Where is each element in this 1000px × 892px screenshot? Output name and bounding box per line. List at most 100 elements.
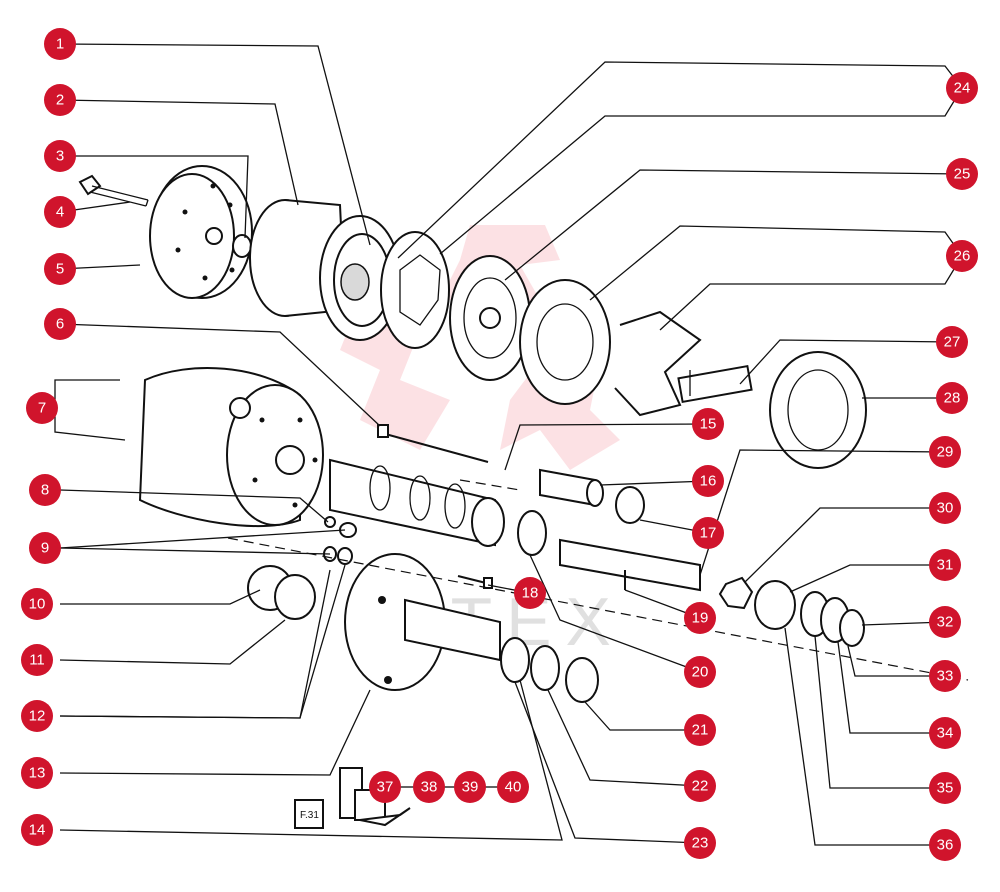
callout-9[interactable]: 9	[29, 532, 61, 564]
callout-2[interactable]: 2	[44, 84, 76, 116]
svg-text:16: 16	[700, 473, 717, 490]
callout-1[interactable]: 1	[44, 28, 76, 60]
assembly-axis-upper	[459, 479, 521, 491]
ball-part	[324, 516, 336, 528]
svg-text:4: 4	[56, 204, 64, 221]
callout-33[interactable]: 33	[929, 660, 961, 692]
seal-rings-part	[500, 637, 599, 703]
callout-15[interactable]: 15	[692, 408, 724, 440]
svg-text:39: 39	[462, 779, 479, 796]
svg-text:26: 26	[954, 248, 971, 265]
callout-34[interactable]: 34	[929, 717, 961, 749]
o-ring-large-part	[274, 574, 316, 620]
svg-text:25: 25	[954, 166, 971, 183]
parts-drawing: F.31	[78, 165, 867, 829]
callout-38[interactable]: 38	[413, 771, 445, 803]
callout-22[interactable]: 22	[684, 770, 716, 802]
svg-text:21: 21	[692, 722, 709, 739]
svg-text:12: 12	[29, 708, 46, 725]
callout-7[interactable]: 7	[26, 392, 58, 424]
callout-39[interactable]: 39	[454, 771, 486, 803]
svg-text:3: 3	[56, 148, 64, 165]
svg-text:29: 29	[937, 444, 954, 461]
callout-37[interactable]: 37	[369, 771, 401, 803]
callout-14[interactable]: 14	[21, 814, 53, 846]
svg-text:27: 27	[944, 334, 961, 351]
plug-b-part	[337, 547, 353, 565]
svg-text:8: 8	[41, 482, 49, 499]
svg-text:10: 10	[29, 596, 46, 613]
part-stamp: F.31	[300, 810, 319, 821]
callout-5[interactable]: 5	[44, 253, 76, 285]
callout-8[interactable]: 8	[29, 474, 61, 506]
callout-16[interactable]: 16	[692, 465, 724, 497]
svg-text:33: 33	[937, 668, 954, 685]
svg-text:19: 19	[692, 610, 709, 627]
collar-part	[754, 580, 796, 630]
callout-30[interactable]: 30	[929, 492, 961, 524]
output-shaft-part	[559, 538, 701, 592]
end-cover-part	[149, 165, 253, 299]
small-plug-part	[232, 234, 252, 258]
svg-text:2: 2	[56, 92, 64, 109]
callout-31[interactable]: 31	[929, 549, 961, 581]
callout-3[interactable]: 3	[44, 140, 76, 172]
svg-text:14: 14	[29, 822, 46, 839]
callout-11[interactable]: 11	[21, 644, 53, 676]
callout-29[interactable]: 29	[929, 436, 961, 468]
callout-17[interactable]: 17	[692, 517, 724, 549]
svg-text:18: 18	[522, 585, 539, 602]
callout-35[interactable]: 35	[929, 772, 961, 804]
sleeve-part	[539, 468, 604, 507]
callout-23[interactable]: 23	[684, 827, 716, 859]
valve-plate-part	[380, 231, 450, 349]
callout-27[interactable]: 27	[936, 326, 968, 358]
svg-text:17: 17	[700, 525, 717, 542]
callout-24[interactable]: 24	[946, 72, 978, 104]
callout-12[interactable]: 12	[21, 700, 53, 732]
callout-40[interactable]: 40	[497, 771, 529, 803]
bearing-stack-part	[800, 591, 865, 647]
nut-part	[718, 576, 754, 610]
splined-bush-part	[615, 486, 645, 524]
svg-text:36: 36	[937, 837, 954, 854]
callout-13[interactable]: 13	[21, 757, 53, 789]
svg-text:24: 24	[954, 80, 971, 97]
svg-text:31: 31	[937, 557, 954, 574]
svg-text:28: 28	[944, 390, 961, 407]
svg-text:7: 7	[38, 400, 46, 417]
callout-21[interactable]: 21	[684, 714, 716, 746]
svg-text:15: 15	[700, 416, 717, 433]
svg-text:13: 13	[29, 765, 46, 782]
svg-text:30: 30	[937, 500, 954, 517]
bolt-part	[78, 174, 149, 207]
spool-part	[329, 458, 505, 547]
leader-lines	[54, 43, 963, 846]
svg-text:32: 32	[937, 614, 954, 631]
mounting-flange-part	[344, 553, 501, 691]
callout-32[interactable]: 32	[929, 606, 961, 638]
callout-4[interactable]: 4	[44, 196, 76, 228]
outer-ring-part	[769, 351, 867, 469]
callout-10[interactable]: 10	[21, 588, 53, 620]
svg-text:1: 1	[56, 36, 64, 53]
callout-6[interactable]: 6	[44, 308, 76, 340]
callout-26[interactable]: 26	[946, 240, 978, 272]
svg-text:23: 23	[692, 835, 709, 852]
callout-20[interactable]: 20	[684, 656, 716, 688]
callout-19[interactable]: 19	[684, 602, 716, 634]
callout-36[interactable]: 36	[929, 829, 961, 861]
star-gear-part	[449, 255, 531, 381]
callout-25[interactable]: 25	[946, 158, 978, 190]
svg-text:5: 5	[56, 261, 64, 278]
callouts: 1 2 3 4 5 6 7 8 9 10 11 12 13 14 15 16 1…	[21, 28, 978, 861]
callout-18[interactable]: 18	[514, 577, 546, 609]
callout-28[interactable]: 28	[936, 382, 968, 414]
svg-text:9: 9	[41, 540, 49, 557]
svg-text:34: 34	[937, 725, 954, 742]
housing-part	[138, 367, 324, 528]
tool-kit-part: F.31	[294, 767, 411, 829]
svg-text:40: 40	[505, 779, 522, 796]
svg-text:11: 11	[29, 652, 45, 669]
